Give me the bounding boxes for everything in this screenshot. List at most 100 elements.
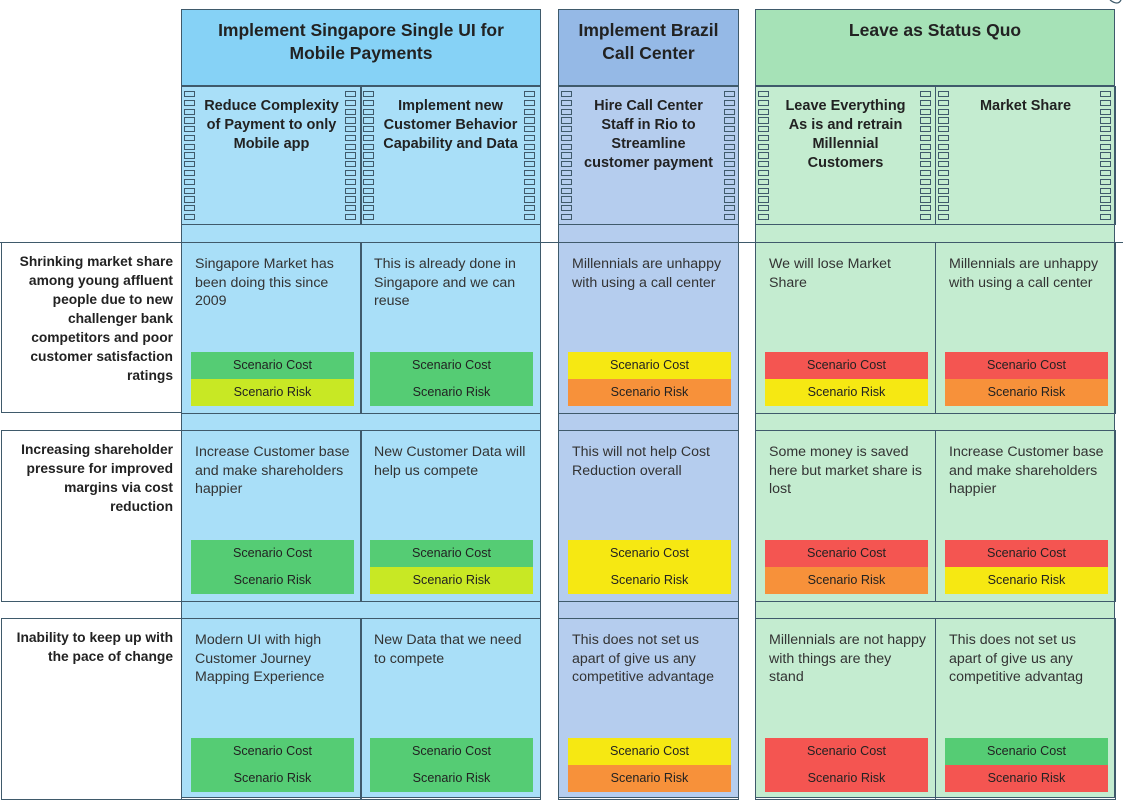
port-rack-segment: [758, 99, 769, 106]
column-header-brazil: Implement Brazil Call Center: [558, 9, 739, 86]
port-rack-icon: [758, 91, 769, 221]
port-rack-segment: [1100, 143, 1111, 150]
port-rack-segment: [724, 126, 735, 133]
port-rack-segment: [363, 143, 374, 150]
port-rack-segment: [345, 108, 356, 115]
scenario-cell: This is already done in Singapore and we…: [360, 242, 541, 414]
scenario-risk-badge: Scenario Risk: [945, 567, 1108, 594]
scenario-cost-badge: Scenario Cost: [945, 352, 1108, 379]
port-rack-icon: [920, 91, 931, 221]
port-rack-segment: [724, 170, 735, 177]
port-rack-segment: [1100, 117, 1111, 124]
port-rack-icon: [345, 91, 356, 221]
scenario-cell: Increase Customer base and make sharehol…: [935, 430, 1116, 602]
port-rack-segment: [758, 161, 769, 168]
port-rack-segment: [345, 196, 356, 203]
port-rack-segment: [758, 108, 769, 115]
port-rack-segment: [724, 91, 735, 98]
port-rack-segment: [1100, 178, 1111, 185]
scenario-risk-badge: Scenario Risk: [945, 765, 1108, 792]
scenario-cell-text: We will lose Market Share: [769, 256, 891, 291]
port-rack-segment: [758, 170, 769, 177]
scenario-cell: This does not set us apart of give us an…: [935, 618, 1116, 800]
port-rack-segment: [184, 196, 195, 203]
scenario-cell-text: New Data that we need to compete: [374, 632, 522, 667]
scenario-cost-badge: Scenario Cost: [370, 540, 533, 567]
port-rack-segment: [724, 161, 735, 168]
port-rack-segment: [363, 213, 374, 221]
scenario-cost-badge: Scenario Cost: [945, 540, 1108, 567]
port-rack-segment: [345, 117, 356, 124]
port-rack-segment: [524, 178, 535, 185]
scenario-cell: Modern UI with high Customer Journey Map…: [181, 618, 362, 800]
port-rack-segment: [758, 117, 769, 124]
port-rack-segment: [524, 161, 535, 168]
port-rack-segment: [758, 152, 769, 159]
port-rack-segment: [1100, 134, 1111, 142]
port-rack-segment: [938, 170, 949, 177]
scenario-cost-badge: Scenario Cost: [191, 540, 354, 567]
port-rack-segment: [363, 161, 374, 168]
port-rack-segment: [184, 187, 195, 194]
port-rack-segment: [345, 213, 356, 221]
port-rack-icon: [1100, 91, 1111, 221]
port-rack-segment: [1100, 161, 1111, 168]
port-rack-segment: [920, 126, 931, 133]
scenario-risk-badge: Scenario Risk: [191, 379, 354, 406]
scenario-risk-badge: Scenario Risk: [568, 379, 731, 406]
scenario-cost-badge: Scenario Cost: [765, 540, 928, 567]
port-rack-segment: [184, 161, 195, 168]
port-rack-segment: [524, 99, 535, 106]
port-rack-segment: [920, 196, 931, 203]
scenario-header-call-center-staff: Hire Call Center Staff in Rio to Streaml…: [558, 86, 739, 225]
port-rack-segment: [345, 126, 356, 133]
port-rack-segment: [184, 178, 195, 185]
port-rack-segment: [524, 134, 535, 142]
port-rack-segment: [524, 196, 535, 203]
port-rack-segment: [724, 196, 735, 203]
scenario-cost-badge: Scenario Cost: [370, 352, 533, 379]
port-rack-segment: [363, 152, 374, 159]
scenario-risk-badge: Scenario Risk: [945, 379, 1108, 406]
scenario-risk-badge: Scenario Risk: [765, 765, 928, 792]
port-rack-segment: [524, 126, 535, 133]
port-rack-segment: [1100, 213, 1111, 221]
port-rack-segment: [363, 187, 374, 194]
port-rack-segment: [524, 187, 535, 194]
port-rack-segment: [1100, 108, 1111, 115]
port-rack-segment: [938, 99, 949, 106]
port-rack-segment: [1100, 205, 1111, 212]
row-label-pace-of-change: Inability to keep up with the pace of ch…: [1, 618, 182, 800]
scenario-risk-badge: Scenario Risk: [765, 567, 928, 594]
scenario-cell: Millennials are unhappy with using a cal…: [558, 242, 739, 414]
port-rack-segment: [561, 170, 572, 177]
column-header-status-quo: Leave as Status Quo: [755, 9, 1115, 86]
port-rack-segment: [938, 108, 949, 115]
port-rack-segment: [920, 99, 931, 106]
port-rack-segment: [920, 152, 931, 159]
scenario-cell: Millennials are unhappy with using a cal…: [935, 242, 1116, 414]
corner-arc: [1109, 0, 1122, 4]
port-rack-segment: [724, 205, 735, 212]
port-rack-segment: [184, 117, 195, 124]
port-rack-segment: [363, 99, 374, 106]
port-rack-segment: [724, 213, 735, 221]
port-rack-segment: [724, 152, 735, 159]
port-rack-segment: [1100, 170, 1111, 177]
scenario-cell-text: Singapore Market has been doing this sin…: [195, 256, 334, 309]
port-rack-segment: [524, 91, 535, 98]
port-rack-segment: [561, 213, 572, 221]
port-rack-segment: [758, 134, 769, 142]
port-rack-segment: [1100, 99, 1111, 106]
port-rack-segment: [938, 196, 949, 203]
port-rack-segment: [1100, 187, 1111, 194]
scenario-risk-badge: Scenario Risk: [191, 765, 354, 792]
row-label-shareholder-pressure: Increasing shareholder pressure for impr…: [1, 430, 182, 602]
port-rack-segment: [184, 108, 195, 115]
scenario-cell-text: Modern UI with high Customer Journey Map…: [195, 632, 325, 685]
port-rack-segment: [920, 91, 931, 98]
scenario-cost-badge: Scenario Cost: [568, 738, 731, 765]
scenario-cell: This does not set us apart of give us an…: [558, 618, 739, 800]
port-rack-segment: [724, 143, 735, 150]
scenario-header-leave-everything: Leave Everything As is and retrain Mille…: [755, 86, 936, 225]
